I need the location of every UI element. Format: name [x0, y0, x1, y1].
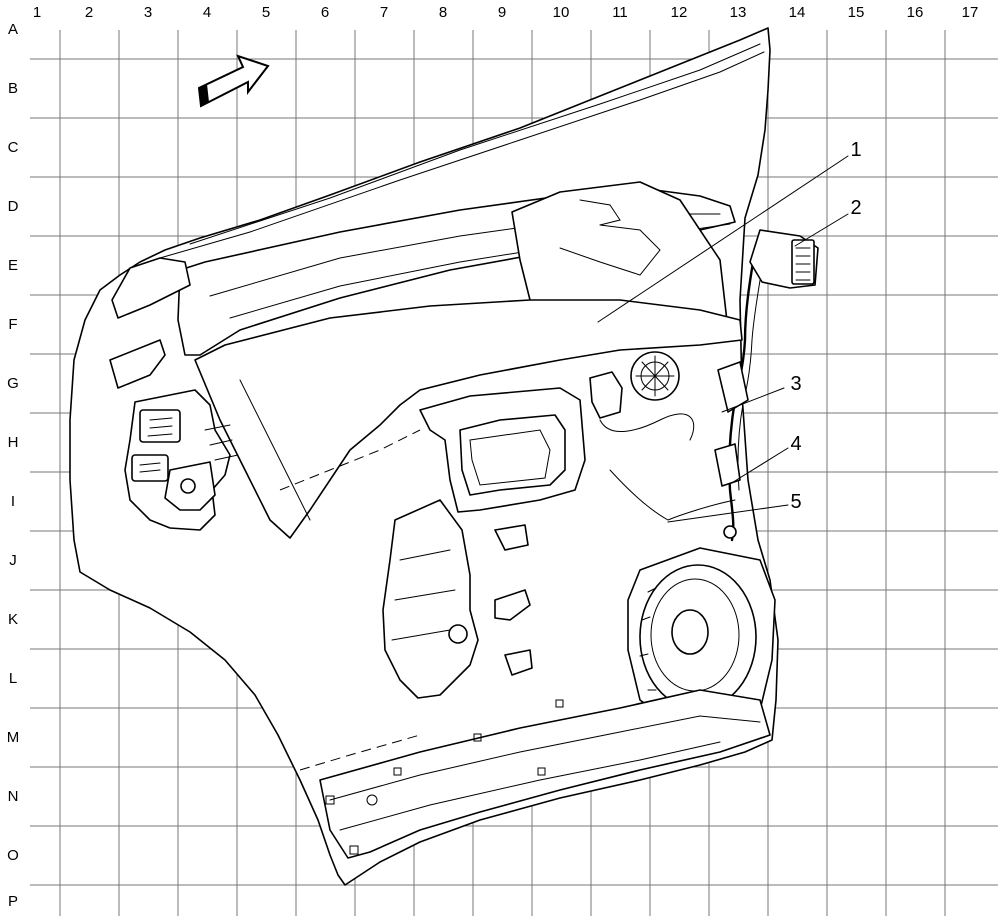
callout-numbers: 1 2 3 4 5	[790, 139, 861, 513]
window-pocket-edge	[559, 224, 661, 276]
row-label: B	[8, 80, 18, 97]
column-label: 13	[730, 4, 747, 21]
callout-number-3: 3	[790, 373, 801, 395]
latch-mount-plate	[109, 339, 166, 389]
row-label: A	[8, 21, 18, 38]
row-label: E	[8, 257, 18, 274]
harness-clip	[714, 443, 741, 487]
row-label: F	[8, 316, 17, 333]
row-label: J	[9, 552, 17, 569]
column-label: 12	[671, 4, 688, 21]
lower-trim-bracket	[382, 499, 479, 699]
panel-clip	[494, 524, 529, 551]
sill-slot	[349, 845, 359, 855]
row-label: N	[8, 788, 19, 805]
column-label: 3	[144, 4, 152, 21]
lower-sill-edge	[339, 741, 721, 831]
door-handle-inner	[469, 429, 551, 486]
speaker-wire-grommet	[723, 525, 737, 539]
row-label: D	[8, 198, 19, 215]
window-regulator-motor	[630, 351, 680, 401]
door-handle-opening	[459, 414, 566, 496]
row-label: L	[9, 670, 17, 687]
forward-arrow-icon	[197, 54, 270, 108]
regulator-connector	[589, 371, 623, 419]
callout-leader-3	[721, 387, 785, 413]
sill-hole	[366, 794, 378, 806]
column-labels: 1 2 3 4 5 6 7 8 9 10 11 12 13 14 15 16 1…	[33, 4, 979, 21]
lower-panel-cavity	[194, 299, 743, 539]
callout-number-5: 5	[790, 491, 801, 513]
window-pocket-edge	[579, 199, 621, 226]
column-label: 8	[439, 4, 447, 21]
callout-leaders	[597, 155, 849, 523]
speaker-wire	[609, 469, 736, 521]
bracket-rib	[391, 549, 456, 641]
regulator-harness	[599, 413, 695, 441]
bracket-grommet	[448, 624, 468, 644]
row-label: M	[7, 729, 20, 746]
column-label: 14	[789, 4, 806, 21]
column-label: 1	[33, 4, 41, 21]
column-label: 4	[203, 4, 211, 21]
column-label: 11	[612, 4, 628, 21]
callout-number-2: 2	[850, 197, 861, 219]
harness-connector	[749, 229, 819, 289]
window-frame-edge	[189, 43, 761, 245]
column-label: 5	[262, 4, 270, 21]
row-label: G	[7, 375, 19, 392]
sill-slot	[537, 767, 546, 776]
row-label: I	[11, 493, 15, 510]
hinge-bracket	[111, 257, 191, 319]
sill-slot	[473, 733, 482, 742]
callout-number-1: 1	[850, 139, 861, 161]
lower-sill-edge	[329, 715, 761, 801]
window-frame-edge	[159, 51, 765, 259]
lower-panel-hidden-edge	[279, 429, 421, 491]
sill-slot	[555, 699, 564, 708]
row-label: H	[8, 434, 19, 451]
column-label: 16	[907, 4, 924, 21]
column-label: 17	[962, 4, 979, 21]
lower-sill-hidden-edge	[299, 734, 421, 771]
callout-leader-5	[667, 504, 789, 523]
panel-clip	[504, 649, 533, 676]
column-label: 6	[321, 4, 329, 21]
sill-slot	[325, 795, 335, 805]
row-label: O	[7, 847, 19, 864]
door-latch-assembly	[124, 389, 239, 531]
callout-leader-1	[597, 155, 849, 323]
lower-panel-edge	[239, 379, 311, 521]
column-label: 2	[85, 4, 93, 21]
wiring-harness-outline	[737, 249, 766, 491]
callout-number-4: 4	[790, 433, 801, 455]
row-label: P	[8, 893, 18, 910]
callout-leader-2	[794, 213, 849, 247]
door-speaker	[627, 547, 776, 729]
column-label: 15	[848, 4, 865, 21]
row-label: K	[8, 611, 18, 628]
column-label: 9	[498, 4, 506, 21]
row-labels: A B C D E F G H I J K L M N O P	[7, 21, 20, 910]
column-label: 7	[380, 4, 388, 21]
harness-clip	[717, 361, 749, 413]
row-label: C	[8, 139, 19, 156]
sill-slot	[393, 767, 402, 776]
panel-clip	[494, 589, 531, 621]
column-label: 10	[553, 4, 570, 21]
callout-leader-4	[729, 447, 789, 485]
